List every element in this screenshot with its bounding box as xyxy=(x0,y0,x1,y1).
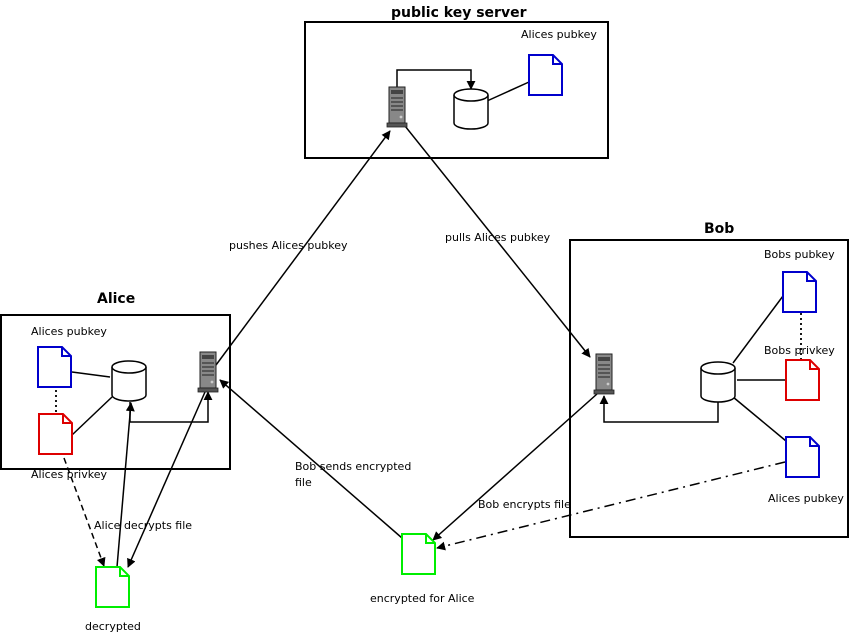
bob-db-to-server-arrow xyxy=(599,395,719,423)
alice-server-icon xyxy=(197,351,219,393)
alice-privkey-label: Alices privkey xyxy=(31,468,107,481)
bob-pubkey-db-link xyxy=(732,295,784,364)
decrypt-file-arrow xyxy=(63,457,106,567)
alice-privkey-document-icon xyxy=(38,413,73,455)
push-pubkey-label: pushes Alices pubkey xyxy=(229,239,348,252)
server-pubkey-document-icon xyxy=(528,54,563,96)
bob-database-icon xyxy=(700,361,736,403)
decrypted-document-icon xyxy=(95,566,130,608)
bob-box-title: Bob xyxy=(704,221,734,237)
bob-alice-pubkey-document-icon xyxy=(785,436,820,478)
encrypted-label: encrypted for Alice xyxy=(370,592,475,605)
encrypted-document-icon xyxy=(401,533,436,575)
decrypt-file-label: Alice decrypts file xyxy=(94,519,192,532)
send-encrypted-label-line2: file xyxy=(295,476,312,489)
bob-pubkey-label: Bobs pubkey xyxy=(764,248,835,261)
server-doc-db-link xyxy=(486,81,530,102)
keyserver-server-icon xyxy=(386,86,408,128)
encrypt-file-arrow xyxy=(432,393,598,541)
alice-pubkey-label: Alices pubkey xyxy=(31,325,107,338)
bob-alice-pubkey-db-link xyxy=(732,396,787,442)
alice-pubkey-document-icon xyxy=(37,346,72,388)
decrypted-to-db-arrow xyxy=(116,402,135,568)
bob-alice-pubkey-label: Alices pubkey xyxy=(768,492,844,505)
push-pubkey-arrow xyxy=(215,130,391,366)
server-box-title: public key server xyxy=(391,5,527,21)
alice-privkey-db-link xyxy=(71,396,113,436)
decrypted-label: decrypted xyxy=(85,620,141,633)
encrypt-with-pubkey-arrow xyxy=(436,461,786,551)
encrypt-file-label: Bob encrypts file xyxy=(478,498,571,511)
server-pubkey-label: Alices pubkey xyxy=(521,28,597,41)
send-encrypted-arrow xyxy=(219,379,403,539)
server-to-decrypted-arrow xyxy=(127,391,206,568)
bob-server-icon xyxy=(593,353,615,395)
keyserver-database-icon xyxy=(453,88,489,130)
bob-privkey-label: Bobs privkey xyxy=(764,344,835,357)
server-to-db-arrow xyxy=(396,69,476,90)
alice-pubkey-db-link xyxy=(71,371,111,378)
pull-pubkey-arrow xyxy=(404,125,591,358)
bob-pubkey-document-icon xyxy=(782,271,817,313)
alice-database-icon xyxy=(111,360,147,402)
pull-pubkey-label: pulls Alices pubkey xyxy=(445,231,551,244)
bob-privkey-document-icon xyxy=(785,359,820,401)
send-encrypted-label-line1: Bob sends encrypted xyxy=(295,460,411,473)
alice-box-title: Alice xyxy=(97,291,135,307)
